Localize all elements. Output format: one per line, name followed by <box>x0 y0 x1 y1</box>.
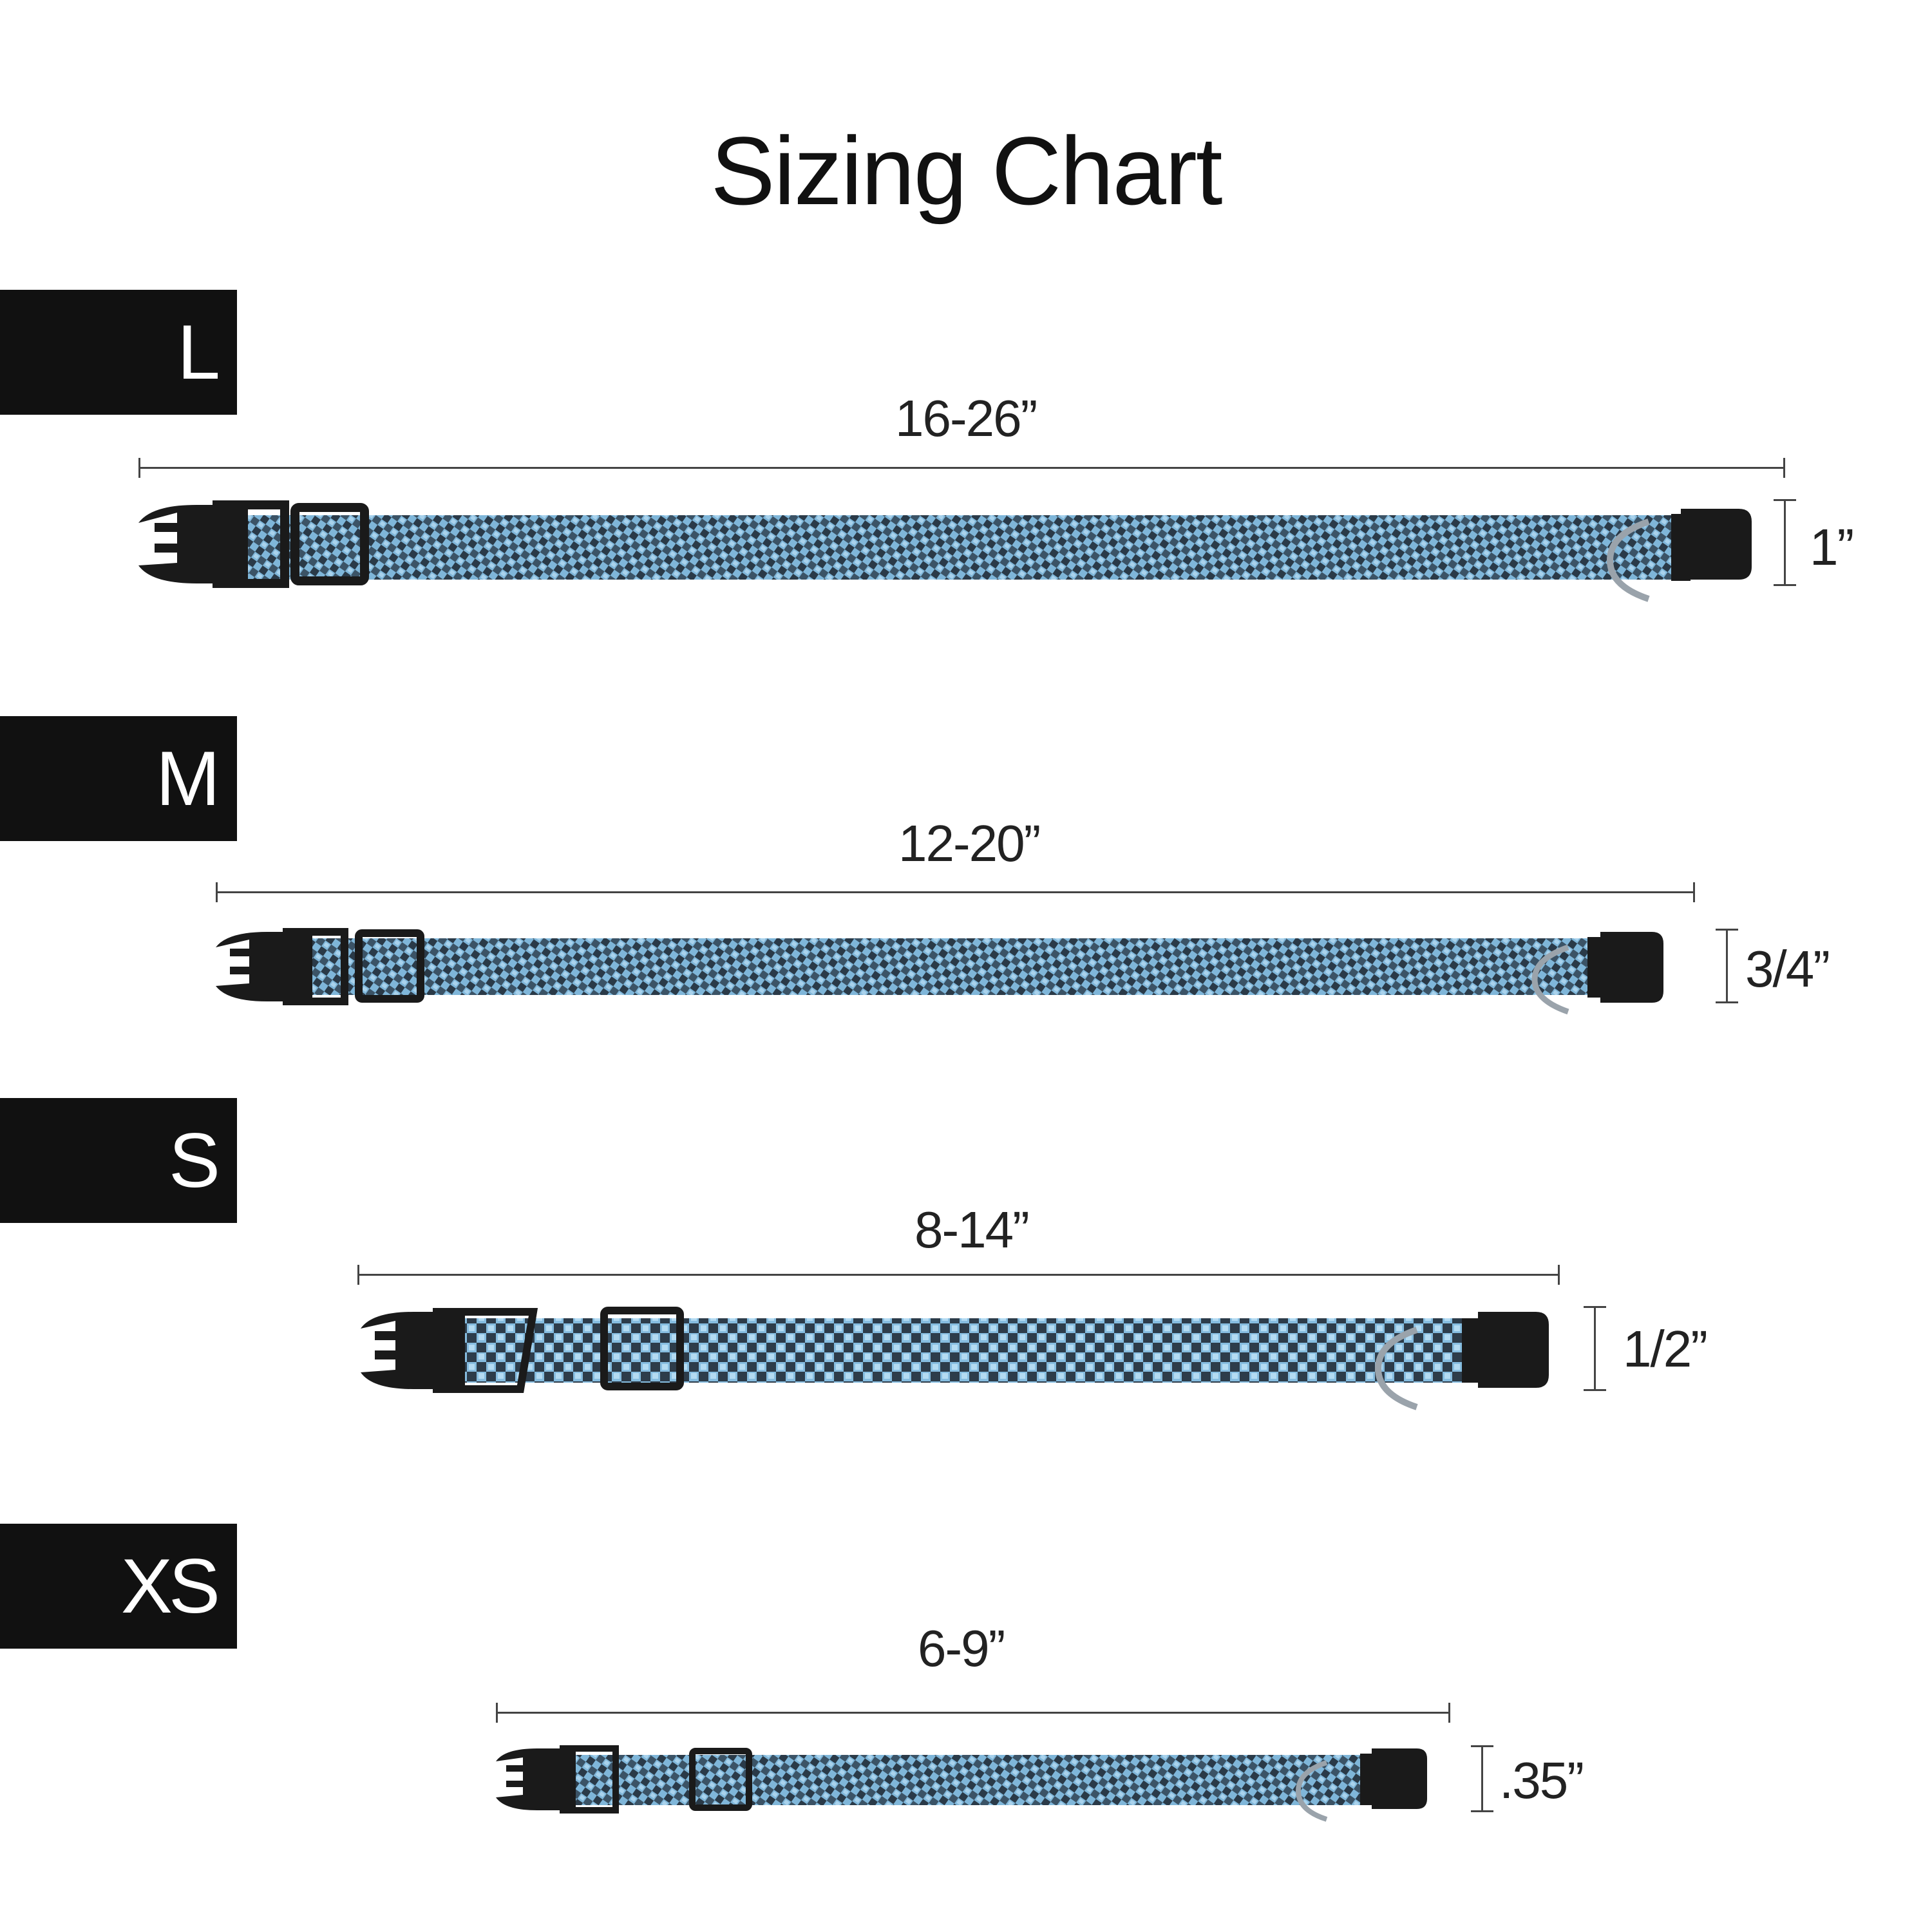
width-dimension-line <box>1774 499 1796 586</box>
length-measure-xs: 6-9” <box>918 1620 1005 1677</box>
size-label-xs: XS <box>0 1524 237 1649</box>
size-label-s: S <box>0 1098 237 1223</box>
length-measure-m: 12-20” <box>898 815 1041 872</box>
width-dimension-line <box>1584 1306 1606 1391</box>
width-measure-l: 1” <box>1810 518 1854 576</box>
collar-xs <box>496 1745 1427 1822</box>
length-measure-l: 16-26” <box>895 390 1037 447</box>
size-label-text: L <box>177 309 220 395</box>
length-dimension-line <box>138 458 1785 478</box>
collar-l <box>138 500 1752 602</box>
size-label-text: M <box>156 735 220 822</box>
length-dimension-line <box>496 1703 1450 1723</box>
width-measure-m: 3/4” <box>1745 940 1830 998</box>
length-dimension-line <box>216 882 1695 902</box>
size-label-m: M <box>0 716 237 841</box>
collar-s <box>361 1307 1549 1410</box>
width-measure-xs: .35” <box>1499 1752 1584 1809</box>
page-title: Sizing Chart <box>710 117 1222 225</box>
size-label-l: L <box>0 290 237 415</box>
width-dimension-line <box>1471 1745 1493 1812</box>
width-measure-s: 1/2” <box>1623 1320 1708 1378</box>
width-dimension-line <box>1716 929 1738 1003</box>
length-dimension-line <box>357 1265 1560 1285</box>
size-label-text: XS <box>120 1543 220 1629</box>
collar-m <box>216 928 1663 1015</box>
length-measure-s: 8-14” <box>914 1201 1030 1258</box>
size-label-text: S <box>168 1117 220 1204</box>
